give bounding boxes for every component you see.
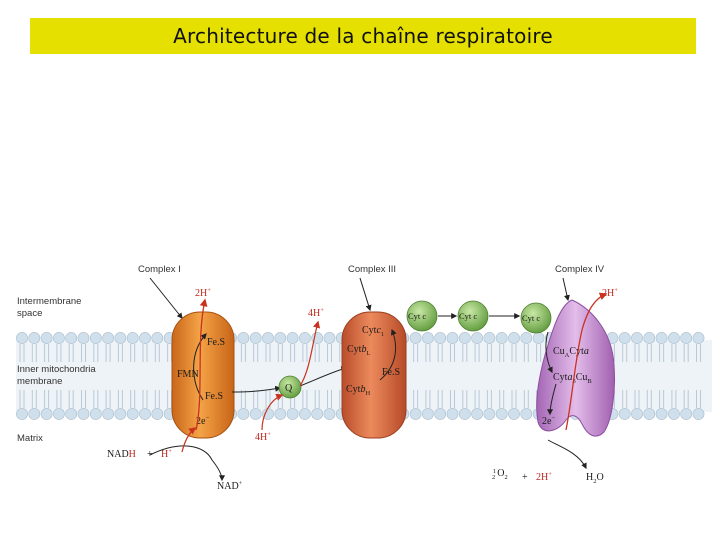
q-reduction-arrow (231, 385, 282, 393)
cyt-c-1 (406, 300, 438, 332)
cyt-c-1-label: Cyt c (408, 311, 426, 321)
complex-i-label: Complex I (138, 264, 181, 275)
water-formation-arrow (547, 439, 587, 470)
nadh-oxidation-arrow (149, 445, 225, 482)
inner-membrane-label: Inner mitochondria (17, 364, 96, 375)
o2-plus: + (522, 472, 528, 483)
complex-i-fes-top: Fe.S (207, 337, 225, 348)
h2o-label: H2O (586, 472, 604, 485)
complex-iv-proton-arrow (565, 292, 608, 431)
complex-i-fes-bottom: Fe.S (205, 391, 223, 402)
complex-i-fmn: FMN (177, 369, 199, 380)
complex-iv-2e: 2e− (542, 415, 555, 427)
complex-i-2e: 2e− (196, 415, 209, 427)
inner-membrane-label-2: membrane (17, 376, 62, 387)
cyt-c1-label: Cytc1 (362, 325, 384, 338)
complex-iii-proton-arrow (299, 320, 321, 387)
complex-iv-pointer (562, 277, 570, 302)
cyt-bl-label: CytbL (347, 344, 370, 357)
complex-iv-to-o2-arrow (547, 383, 557, 416)
complex-iv-electron-arrow (545, 331, 553, 374)
q-label: Q (285, 383, 293, 394)
complex-i-2h-plus: 2H+ (195, 287, 211, 299)
cu-a-cyt-a-label: CuACyta (553, 346, 589, 359)
complex-iii-electron-arrow (379, 328, 397, 381)
complex-iii: Cytc1 CytbL Fe.S CytbH (341, 311, 407, 439)
complex-iii-pointer (359, 277, 372, 312)
complex-i-pointer (149, 277, 183, 319)
complex-iv-label: Complex IV (555, 264, 605, 275)
cyt-c-shuttle: Cyt c Cyt c Cyt c (406, 300, 552, 334)
intermembrane-label: Intermembrane (17, 296, 81, 307)
nadh-electron-arrow (181, 427, 197, 453)
cyt-c-3-label: Cyt c (522, 313, 540, 323)
matrix-label: Matrix (17, 433, 43, 444)
complex-i: Fe.S FMN Fe.S 2e− (171, 311, 235, 439)
nadh-reaction: NADH + H+ NAD+ (107, 427, 243, 492)
q-proton-arrow (261, 393, 284, 431)
nad-plus-label: NAD+ (217, 480, 243, 492)
cyt-c-3 (520, 302, 552, 334)
complex-i-proton-arrow (195, 298, 208, 431)
complex-iii-4h-bottom: 4H+ (255, 431, 271, 443)
intermembrane-label-2: space (17, 308, 42, 319)
complex-iii-4h-top: 4H+ (308, 307, 324, 319)
two-h-plus-label: 2H+ (536, 471, 552, 483)
complex-iii-label: Complex III (348, 264, 396, 275)
complex-iv-2h-plus: 2H+ (602, 287, 618, 299)
title-bar: Architecture de la chaîne respiratoire (30, 18, 696, 54)
cyt-c-2-label: Cyt c (459, 311, 477, 321)
nadh-label: NADH (107, 449, 136, 460)
slide-title: Architecture de la chaîne respiratoire (173, 24, 553, 48)
h-plus-label: H+ (161, 448, 172, 460)
complex-iii-fes: Fe.S (382, 367, 400, 378)
cyt-bh-label: CytbH (346, 384, 370, 397)
cyt-c-2 (457, 300, 489, 332)
